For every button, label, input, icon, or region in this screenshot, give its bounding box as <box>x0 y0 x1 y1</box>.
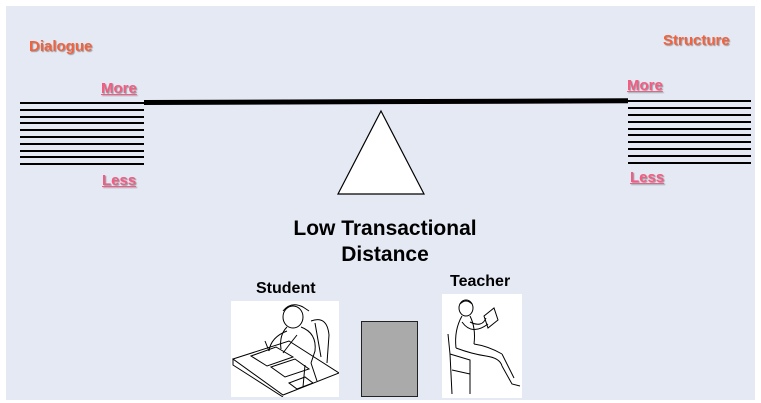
right-more-label: More <box>627 77 663 94</box>
structure-weight-stack <box>628 100 751 166</box>
student-writing-image <box>231 301 341 398</box>
dialogue-weight-stack <box>20 102 144 168</box>
desk-block <box>361 321 418 397</box>
center-title: Low Transactional Distance <box>293 217 477 266</box>
student-label: Student <box>256 280 316 297</box>
left-more-label: More <box>101 80 137 97</box>
right-less-label: Less <box>630 169 665 186</box>
teacher-label: Teacher <box>450 273 511 290</box>
teacher-reading-image <box>442 294 522 398</box>
left-less-label: Less <box>102 172 137 189</box>
structure-title: Structure <box>663 32 730 49</box>
dialogue-title: Dialogue <box>29 38 93 55</box>
fulcrum-triangle <box>337 109 425 195</box>
